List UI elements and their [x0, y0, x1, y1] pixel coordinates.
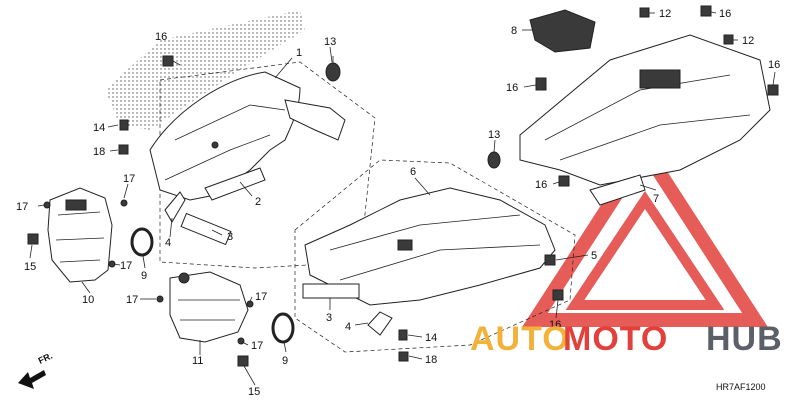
- cover-8: [529, 9, 596, 53]
- callout-9-left: 9: [141, 270, 147, 282]
- callout-5: 5: [591, 250, 597, 262]
- bolt-16-right: [767, 84, 779, 96]
- watermark-moto: MOTO: [563, 320, 668, 358]
- callout-12-right: 12: [742, 35, 754, 47]
- callout-11: 11: [192, 355, 203, 367]
- watermark-hub: HUB: [706, 320, 783, 358]
- callout-16-top-right: 16: [719, 8, 731, 20]
- screw-18-lower: [398, 351, 409, 362]
- callout-14-upper: 14: [93, 122, 105, 134]
- callout-6: 6: [410, 166, 416, 178]
- callout-17-lower-a: 17: [126, 294, 138, 306]
- callout-15-left: 15: [24, 261, 36, 273]
- ring-9-left: [130, 227, 154, 257]
- front-upper-fender: [149, 71, 346, 201]
- reference-code: HR7AF1200: [716, 382, 766, 392]
- callout-17-left-b: 17: [123, 173, 135, 185]
- strip-3-middle: [302, 283, 360, 299]
- callout-13-upper: 13: [324, 36, 336, 48]
- clip-14-lower: [398, 329, 408, 341]
- watermark-auto: AUTO: [470, 320, 570, 358]
- bolt-15-lower: [237, 355, 249, 367]
- callout-15-lower: 15: [248, 386, 260, 398]
- callout-18-lower: 18: [425, 354, 437, 366]
- callout-4-left: 4: [165, 237, 171, 249]
- screw-18-upper: [118, 144, 129, 155]
- leader-lines: [29, 11, 776, 386]
- pad-4-left: [164, 191, 186, 223]
- callout-4-middle: 4: [345, 321, 351, 333]
- bolt-15-left: [27, 233, 39, 245]
- clip-5: [544, 254, 556, 266]
- callout-14-lower: 14: [425, 332, 437, 344]
- callout-7: 7: [653, 193, 659, 205]
- callout-3-left: 3: [227, 231, 233, 243]
- ring-9-lower: [271, 312, 295, 344]
- bolt-16-lower-rear: [558, 175, 570, 187]
- bolt-17-left-b: [120, 199, 128, 207]
- clip-14-upper: [119, 119, 129, 131]
- nut-12-upper: [639, 7, 650, 18]
- middle-fender-6: [304, 187, 556, 306]
- callout-16-lower-rear: 16: [535, 179, 547, 191]
- callout-16-right: 16: [768, 59, 780, 71]
- grommet-13-upper: [325, 56, 341, 82]
- watermark-text: AUTO MOTO HUB: [470, 320, 783, 358]
- bolt-17-lower-a: [156, 295, 164, 303]
- grommet-13-middle: [487, 151, 501, 169]
- direction-label: FR.: [37, 351, 54, 366]
- bolt-17-left-a: [43, 201, 51, 209]
- seat-area-dotted: [105, 10, 305, 130]
- callout-3-middle: 3: [326, 312, 332, 324]
- pad-4-middle: [367, 311, 393, 336]
- callout-17-lower-b: 17: [255, 291, 267, 303]
- housing-10: [47, 187, 113, 283]
- bolt-17-lower-c: [237, 337, 245, 345]
- callout-8: 8: [511, 25, 517, 37]
- bolt-16-top-right: [700, 5, 712, 17]
- group-box-rear: [294, 159, 576, 353]
- callout-12-upper: 12: [659, 8, 671, 20]
- callout-10: 10: [82, 294, 94, 306]
- strip-3-left: [180, 212, 232, 246]
- callout-16-middle: 16: [549, 319, 561, 331]
- callout-2: 2: [255, 196, 261, 208]
- nut-12-right: [723, 34, 734, 45]
- callout-1: 1: [296, 47, 302, 59]
- bolt-16-left-rear: [535, 77, 547, 91]
- callout-13-middle: 13: [488, 129, 500, 141]
- bolt-16-middle: [552, 289, 564, 301]
- bolt-16-upper-left: [162, 55, 181, 67]
- front-direction-arrow: FR.: [18, 351, 54, 389]
- callout-16-left-rear: 16: [506, 82, 518, 94]
- watermark-triangle: [522, 137, 768, 327]
- callout-17-left-a: 17: [16, 201, 28, 213]
- callout-9-lower: 9: [282, 355, 288, 367]
- rear-fender-7: [519, 34, 771, 206]
- callout-17-left-c: 17: [120, 260, 132, 272]
- bolt-17-lower-b: [246, 300, 254, 308]
- housing-11: [169, 271, 249, 343]
- callout-17-lower-c: 17: [251, 340, 263, 352]
- callout-16-upper-left: 16: [155, 31, 167, 43]
- callout-18-upper: 18: [93, 146, 105, 158]
